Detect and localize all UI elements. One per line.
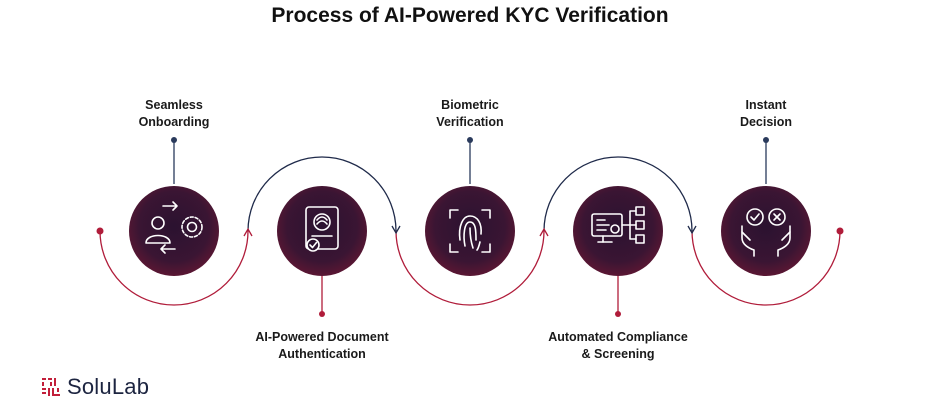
arrowhead-4 [687,225,697,235]
step-node-5 [721,186,811,276]
stem-dot-2 [319,311,325,317]
step-label-3: Biometric Verification [370,97,570,131]
stem-dot-1 [171,137,177,143]
step-node-3 [425,186,515,276]
decision-hands-icon [741,208,791,257]
arrowhead-1 [243,227,253,237]
stem-dot-3 [467,137,473,143]
step-node-4 [573,186,663,276]
fingerprint-icon [449,209,491,253]
step-label-5: Instant Decision [666,97,866,131]
arc-top-4 [543,156,693,232]
brand-logo: SoluLab [41,374,149,400]
onboarding-user-gear-icon [145,201,203,254]
stem-dot-5 [763,137,769,143]
step-2-line1: AI-Powered Document [255,330,389,344]
step-label-2: AI-Powered Document Authentication [222,329,422,363]
step-1-line2: Onboarding [138,115,210,129]
step-1-line1: Seamless [145,98,203,112]
start-dot [96,227,104,235]
arc-bottom-5 [691,230,841,306]
document-scan-icon [305,206,339,252]
step-node-2 [277,186,367,276]
step-4-line2: & Screening [581,347,655,361]
step-label-4: Automated Compliance & Screening [518,329,718,363]
brand-name: SoluLab [67,374,150,399]
solulab-logo-mark-icon [42,378,60,396]
step-4-line1: Automated Compliance [548,330,688,344]
arc-top-2 [247,156,397,232]
step-3-line2: Verification [436,115,504,129]
step-label-1: Seamless Onboarding [74,97,274,131]
compliance-screening-icon [591,206,645,244]
arc-bottom-3 [395,230,545,306]
step-5-line2: Decision [739,115,793,129]
arrowhead-2 [391,225,401,235]
step-5-line1: Instant [745,98,787,112]
arrowhead-3 [539,227,549,237]
step-2-line2: Authentication [278,347,366,361]
end-dot [836,227,844,235]
step-3-line1: Biometric [441,98,499,112]
step-node-1 [129,186,219,276]
arc-bottom-1 [99,230,249,306]
stem-dot-4 [615,311,621,317]
page-title: Process of AI-Powered KYC Verification [271,4,669,27]
